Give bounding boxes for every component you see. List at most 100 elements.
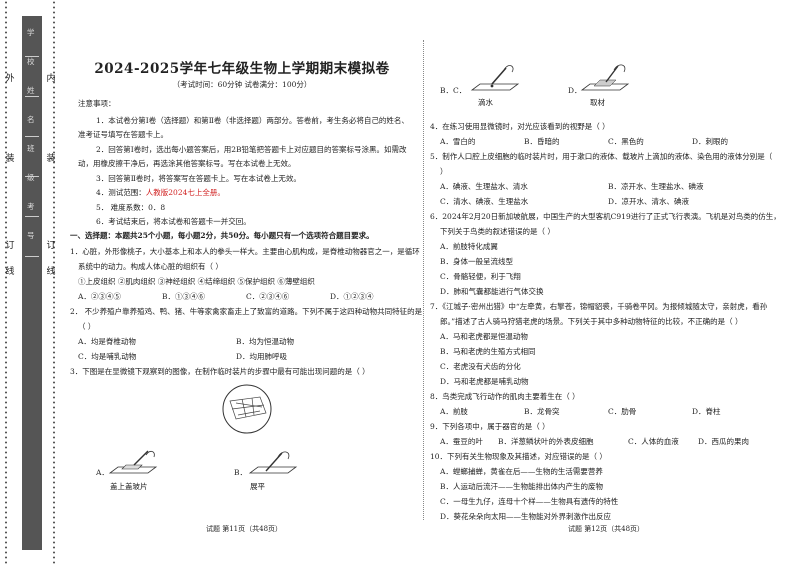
- binding-char-inner: 装: [46, 154, 56, 164]
- option: C．均是哺乳动物: [78, 352, 137, 361]
- student-info-column: [22, 16, 42, 550]
- option: C．黑色的: [608, 137, 644, 146]
- microscope-view-image: [222, 384, 272, 434]
- option: A．雪白的: [440, 137, 476, 146]
- note-line: 4．测试范围：人教版2024七上全册。: [96, 188, 225, 197]
- note-line: 2．回答第Ⅰ卷时，选出每小题答案后，用2B铅笔把答题卡上对应题目的答案标号涂黑。…: [96, 145, 407, 154]
- option: C．肋骨: [608, 407, 637, 416]
- option: B．凉开水、生理盐水、碘液: [608, 182, 704, 191]
- dotted-line-outer: [3, 0, 9, 566]
- water-drop-step-image: [470, 65, 520, 91]
- question-2-line: （ ）: [78, 322, 96, 331]
- option: C．老虎没有犬齿的分化: [440, 362, 521, 371]
- option: A．马和老虎都是恒温动物: [440, 332, 528, 341]
- question-3: 3．下图是在显微镜下观察到的图像，在制作临时装片的步骤中最有可能出现问题的是（ …: [70, 367, 370, 376]
- page-footer: 试题 第11页（共48页）: [206, 525, 283, 533]
- note-line: 1．本试卷分第Ⅰ卷（选择题）和第Ⅱ卷（非选择题）两部分。答卷前，考生务必将自己的…: [96, 116, 409, 125]
- note-line: 5． 难度系数：0．8: [96, 203, 166, 212]
- option-label: B．C．: [440, 86, 467, 95]
- option: B．身体一般呈流线型: [440, 257, 514, 266]
- dotted-line-inner: [51, 0, 57, 566]
- step-caption: 盖上盖玻片: [110, 482, 148, 491]
- option: B．昏暗的: [524, 137, 560, 146]
- sampling-step-image: [580, 64, 630, 91]
- field-label: 号: [27, 231, 35, 240]
- step-caption: 取材: [590, 98, 605, 107]
- option: A．碘液、生理盐水、清水: [440, 182, 528, 191]
- field-label: 名: [27, 115, 35, 124]
- option: D．凉开水、清水、碘液: [608, 197, 690, 206]
- question-6: 6．2024年2月20日新加坡航展，中国生产的大型客机C919进行了正式飞行表演…: [430, 212, 781, 221]
- option: A．蚕豆的叶: [440, 437, 483, 446]
- option: B．洋葱鳞状叶的外表皮细胞: [498, 437, 594, 446]
- option: D．西瓜的果肉: [698, 437, 750, 446]
- page-footer: 试题 第12页（共48页）: [568, 525, 645, 533]
- option: D．马和老虎都是哺乳动物: [440, 377, 529, 386]
- option: D．刺眼的: [692, 137, 729, 146]
- note4-prefix: 4．测试范围：: [96, 188, 146, 197]
- option: C．骨骼轻便，利于飞翔: [440, 272, 521, 281]
- option: A．前肢: [440, 407, 468, 416]
- question-9: 9．下列各项中，属于器官的是（ ）: [430, 422, 550, 431]
- option-label: B．: [234, 468, 248, 477]
- option: A．螳螂捕蝉，黄雀在后——生物的生活需要营养: [440, 467, 603, 476]
- note-line: 6．考试结束后，将本试卷和答题卡一并交回。: [96, 217, 251, 226]
- question-5-line: ）: [440, 167, 448, 176]
- option: C．②③④⑥: [246, 292, 290, 301]
- note-line: 准考证号填写在答题卡上。: [78, 130, 168, 139]
- section-heading: 一、选择题：本题共25个小题，每小题2分，共50分。每小题只有一个选项符合题目要…: [70, 231, 374, 240]
- field-label: 姓: [27, 86, 35, 95]
- binding-char-inner: 内: [46, 74, 56, 84]
- option: C．人体的血液: [628, 437, 679, 446]
- field-label: 班: [27, 144, 35, 153]
- binding-char-outer: 装: [5, 154, 15, 164]
- field-label: 学: [27, 28, 35, 37]
- option: C．清水、碘液、生理盐水: [440, 197, 529, 206]
- notes-heading: 注意事项：: [78, 99, 116, 108]
- question-1-line: 系统中的动力。构成人体心脏的组织有（ ）: [78, 262, 223, 271]
- question-10: 10．下列有关生物现象及其描述，对应错误的是（ ）: [430, 452, 607, 461]
- question-8: 8．鸟类完成飞行动作的肌肉主要着生在（ ）: [430, 392, 580, 401]
- binding-char-outer: 外: [5, 74, 15, 84]
- right-page: B．C． 滴水 D． 取材 4．在练习使用显微镜时，对光应该看到的视野是（ ） …: [428, 0, 788, 566]
- question-6-line: 下列关于鸟类的叙述错误的是（ ）: [440, 227, 555, 236]
- left-page: 2024-2025学年七年级生物上学期期末模拟卷 （考试时间：60分钟 试卷满分…: [66, 0, 422, 566]
- question-7-line: 郎。”描述了古人骑马狩猎老虎的场景。下列关于其中多种动物特征的比较，不正确的是（…: [440, 317, 743, 326]
- option: A．均是脊椎动物: [78, 337, 136, 346]
- option: A．前肢特化成翼: [440, 242, 498, 251]
- option: B．马和老虎的生殖方式相同: [440, 347, 536, 356]
- step-caption: 展平: [250, 482, 265, 491]
- note-line: 3．回答第Ⅱ卷时，将答案写在答题卡上。写在本试卷上无效。: [96, 174, 301, 183]
- option: D．肺和气囊都能进行气体交换: [440, 287, 544, 296]
- option: D．均用肺呼吸: [236, 352, 288, 361]
- binding-char-outer: 线: [5, 267, 15, 277]
- note-line: 动，用橡皮擦干净后，再选涂其他答案标号。写在本试卷上无效。: [78, 159, 296, 168]
- option: C．一母生九仔，连母十个样——生物具有遗传的特性: [440, 497, 619, 506]
- option: D．①②③④: [330, 292, 374, 301]
- option: B．人运动后流汗——生物能排出体内产生的废物: [440, 482, 604, 491]
- option: D．葵花朵朵向太阳——生物能对外界刺激作出反应: [440, 512, 612, 521]
- option: B．龙骨突: [524, 407, 560, 416]
- question-1-line: ①上皮组织 ②肌肉组织 ③神经组织 ④结缔组织 ⑤保护组织 ⑥薄壁组织: [78, 277, 315, 286]
- question-1: 1．心脏，外形像桃子，大小基本上和本人的拳头一样大。主要由心肌构成，是脊椎动物器…: [70, 247, 420, 256]
- field-label: 校: [27, 57, 35, 66]
- binding-char-inner: 订: [46, 241, 56, 251]
- spreading-step-image: [248, 451, 298, 474]
- binding-char-outer: 订: [5, 241, 15, 251]
- coverslip-step-image: [108, 450, 158, 474]
- question-5: 5．制作人口腔上皮细胞的临时装片时，用于漱口的液体、载玻片上滴加的液体、染色用的…: [430, 152, 773, 161]
- option: A．②③④⑤: [78, 292, 121, 301]
- option: D．脊柱: [692, 407, 721, 416]
- option-label: A．: [96, 468, 109, 477]
- field-label: 考: [27, 202, 35, 211]
- question-7: 7．《江城子·密州出猎》中“左牵黄，右擎苍，锦帽貂裘，千骑卷平冈。为报倾城随太守…: [430, 302, 768, 311]
- exam-title: 2024-2025学年七年级生物上学期期末模拟卷: [94, 61, 390, 77]
- question-4: 4．在练习使用显微镜时，对光应该看到的视野是（ ）: [430, 122, 610, 131]
- binding-char-inner: 线: [46, 267, 56, 277]
- step-caption: 滴水: [478, 98, 493, 107]
- exam-subtitle: （考试时间：60分钟 试卷满分：100分）: [172, 80, 312, 89]
- page-separator: [423, 40, 424, 520]
- question-2: 2． 不少养殖户靠养殖鸡、鸭、猪、牛等家禽家畜走上了致富的道路。下列不属于这四种…: [70, 307, 423, 316]
- field-label: 级: [27, 173, 35, 182]
- option: B．①③④⑥: [162, 292, 206, 301]
